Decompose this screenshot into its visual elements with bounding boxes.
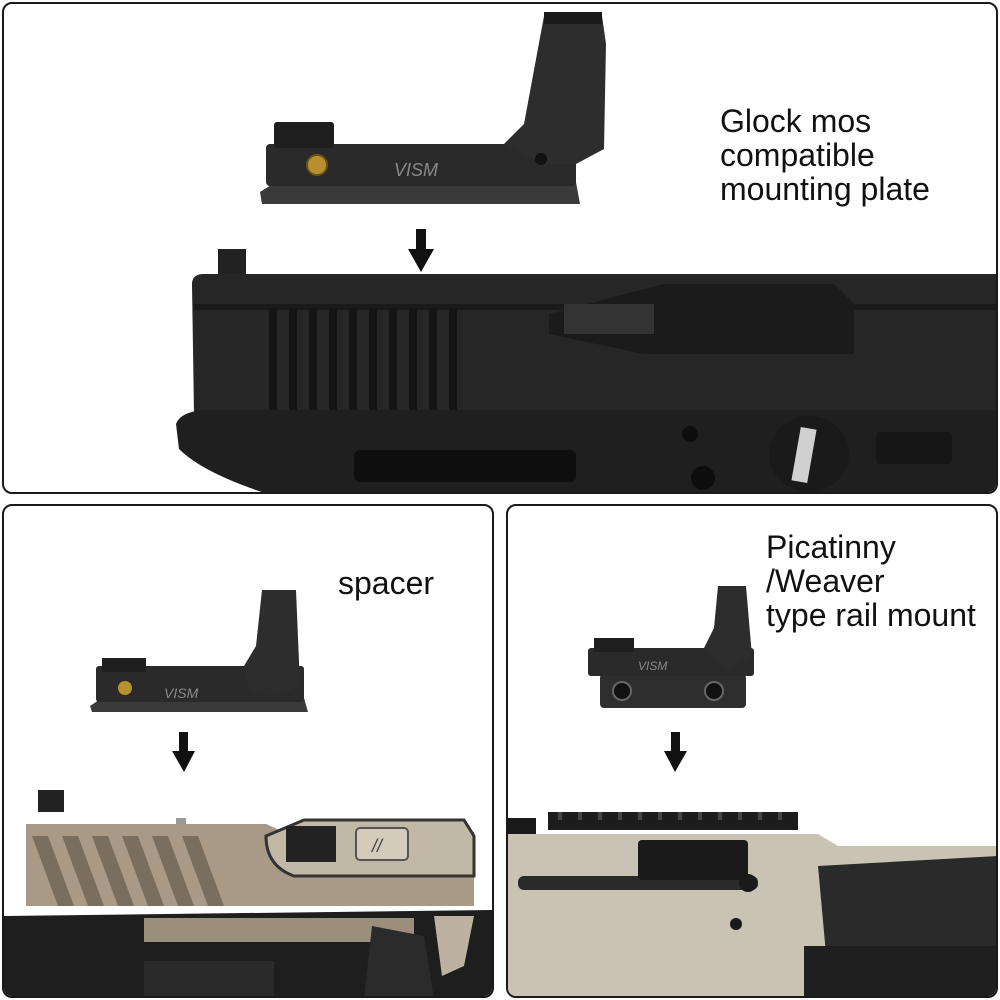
glock-pistol (176, 249, 996, 492)
down-arrow-icon (664, 732, 687, 772)
fde-pistol: // (4, 790, 492, 996)
red-dot-sight-rail: VISM (588, 586, 754, 708)
spacer-sight-logo: VISM (164, 685, 199, 701)
caption-picatinny: Picatinny /Weaver type rail mount (766, 529, 976, 633)
red-dot-sight-mos-plate: VISM (260, 12, 606, 204)
panel-glock-mos: VISM (2, 2, 998, 494)
caption-spacer: spacer (338, 565, 435, 601)
caption-glock-mos: Glock mos compatible mounting plate (720, 103, 930, 207)
panel-picatinny: VISM Picatinny /Weaver ty (506, 504, 998, 998)
slide-mark: // (370, 836, 384, 856)
picatinny-illustration: VISM (508, 586, 996, 996)
panel-spacer: VISM // (2, 504, 494, 998)
down-arrow-icon (408, 229, 434, 272)
sight-logo: VISM (394, 160, 438, 180)
spacer-illustration: VISM // (4, 590, 492, 996)
glock-mos-illustration: VISM (176, 12, 996, 492)
rail-sight-logo: VISM (638, 659, 667, 673)
down-arrow-icon (172, 732, 195, 772)
red-dot-sight-spacer: VISM (90, 590, 308, 712)
shotgun (508, 812, 996, 996)
